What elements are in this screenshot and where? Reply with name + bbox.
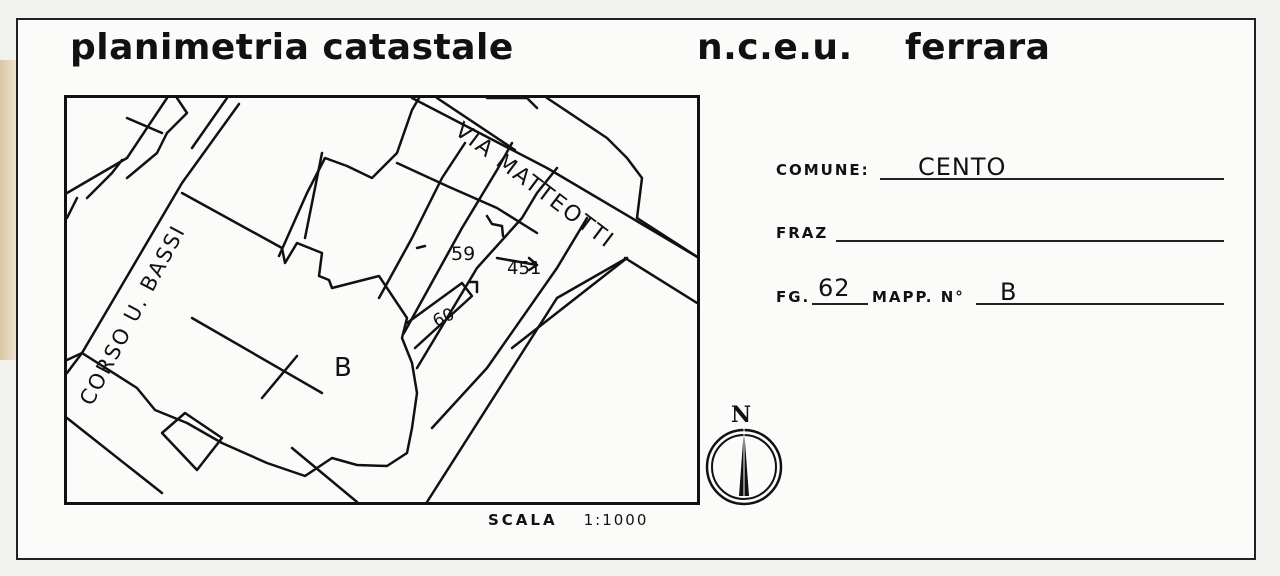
parcel-line xyxy=(430,216,589,430)
scale-label: SCALA xyxy=(488,511,558,529)
parcel-line xyxy=(303,151,324,240)
parcel-mark xyxy=(260,354,299,400)
parcel-line xyxy=(495,256,539,267)
parcel-line xyxy=(485,214,505,238)
street-edge xyxy=(435,98,517,152)
north-label: N xyxy=(731,402,752,428)
parcel-line xyxy=(467,280,479,294)
street-edge xyxy=(410,98,697,259)
annex-outline xyxy=(160,411,224,472)
street-edge xyxy=(67,416,164,495)
paper-edge xyxy=(0,60,16,360)
fg-label: FG. xyxy=(776,288,811,306)
fraz-underline xyxy=(836,240,1224,242)
parcel-line xyxy=(425,256,629,502)
parcel-line xyxy=(405,281,474,350)
street-edge xyxy=(623,256,697,305)
parcel-line xyxy=(527,256,539,272)
city-label: ferrara xyxy=(905,27,1051,68)
parcel-label-59: 59 xyxy=(451,243,476,265)
street-edge xyxy=(545,98,697,259)
street-edge xyxy=(67,98,169,195)
map-drawing xyxy=(67,98,697,502)
scale-bar: SCALA 1:1000 xyxy=(488,511,648,529)
parcel-line xyxy=(402,141,514,335)
fg-underline xyxy=(812,303,868,305)
street-edge xyxy=(85,158,124,200)
parcel-line xyxy=(395,161,539,235)
mapp-underline xyxy=(976,303,1224,305)
parcel-label-451: 451 xyxy=(507,258,542,279)
street-edge xyxy=(190,98,229,150)
comune-underline xyxy=(880,178,1224,180)
comune-label: COMUNE: xyxy=(776,161,870,179)
street-edge xyxy=(125,98,189,180)
fg-value: 62 xyxy=(818,274,851,302)
document-title: planimetria catastale xyxy=(70,27,514,68)
register-label: n.c.e.u. xyxy=(697,27,853,68)
parcel-mark xyxy=(190,316,324,395)
parcel-line xyxy=(415,244,427,250)
parcel-line xyxy=(510,256,629,350)
building-b-outline xyxy=(277,98,421,258)
street-edge xyxy=(67,102,241,362)
street-edge xyxy=(485,98,539,110)
cadastral-map: CORSO U. BASSI VIA MATTEOTTI 59 451 60 B xyxy=(64,95,700,505)
compass-icon xyxy=(705,428,783,506)
mapp-value: B xyxy=(1000,278,1018,306)
comune-value: CENTO xyxy=(918,153,1007,181)
street-edge xyxy=(290,446,359,502)
mapp-label: MAPP. N° xyxy=(872,288,965,306)
parcel-label-b: B xyxy=(334,353,352,383)
street-edge xyxy=(67,351,84,375)
fraz-label: FRAZ xyxy=(776,224,829,242)
street-edge xyxy=(67,196,79,220)
scale-value: 1:1000 xyxy=(583,511,649,529)
street-edge xyxy=(125,116,164,135)
parcel-line xyxy=(415,166,559,370)
building-b-outline xyxy=(80,191,419,478)
parcel-line xyxy=(377,141,467,300)
